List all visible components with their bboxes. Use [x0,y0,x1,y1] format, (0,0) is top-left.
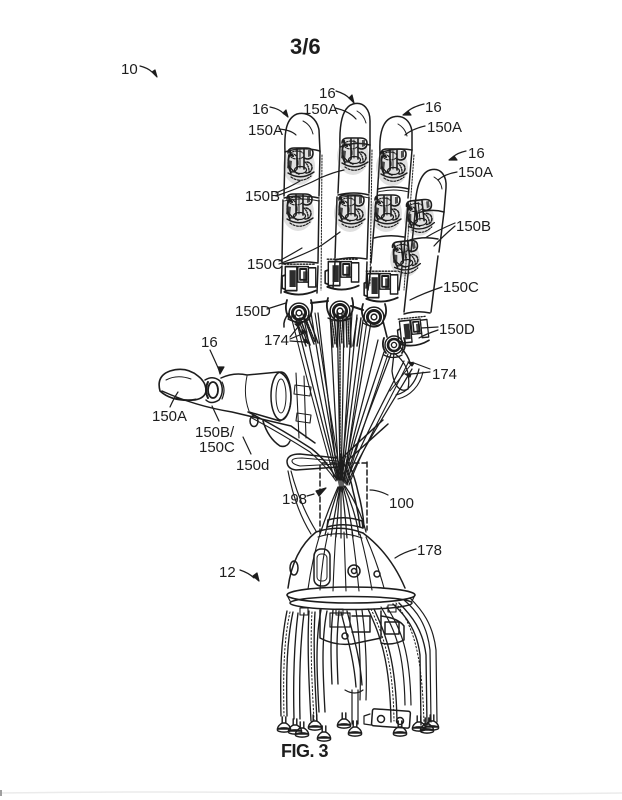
svg-text:198: 198 [282,491,307,508]
svg-text:178: 178 [417,542,442,559]
svg-text:12: 12 [219,564,236,581]
svg-text:FIG. 3: FIG. 3 [281,741,328,761]
svg-text:174: 174 [264,332,289,349]
svg-text:16: 16 [425,99,442,116]
svg-text:150A: 150A [152,408,187,425]
svg-text:16: 16 [252,101,269,118]
svg-text:10: 10 [121,61,138,78]
svg-text:3/6: 3/6 [290,34,321,59]
svg-text:150A: 150A [248,122,283,139]
svg-text:150A: 150A [458,164,493,181]
svg-text:150C: 150C [443,279,479,296]
svg-text:150C: 150C [199,439,235,456]
svg-text:16: 16 [319,85,336,102]
svg-text:150D: 150D [439,321,475,338]
svg-text:150B: 150B [245,188,280,205]
svg-text:150A: 150A [303,101,338,118]
svg-text:150B: 150B [456,218,491,235]
svg-text:150d: 150d [236,457,269,474]
svg-text:174: 174 [432,366,457,383]
svg-text:100: 100 [389,495,414,512]
svg-text:150A: 150A [427,119,462,136]
svg-text:16: 16 [468,145,485,162]
svg-text:150B/: 150B/ [195,424,235,441]
svg-text:150C: 150C [247,256,283,273]
svg-text:16: 16 [201,334,218,351]
svg-text:150D: 150D [235,303,271,320]
